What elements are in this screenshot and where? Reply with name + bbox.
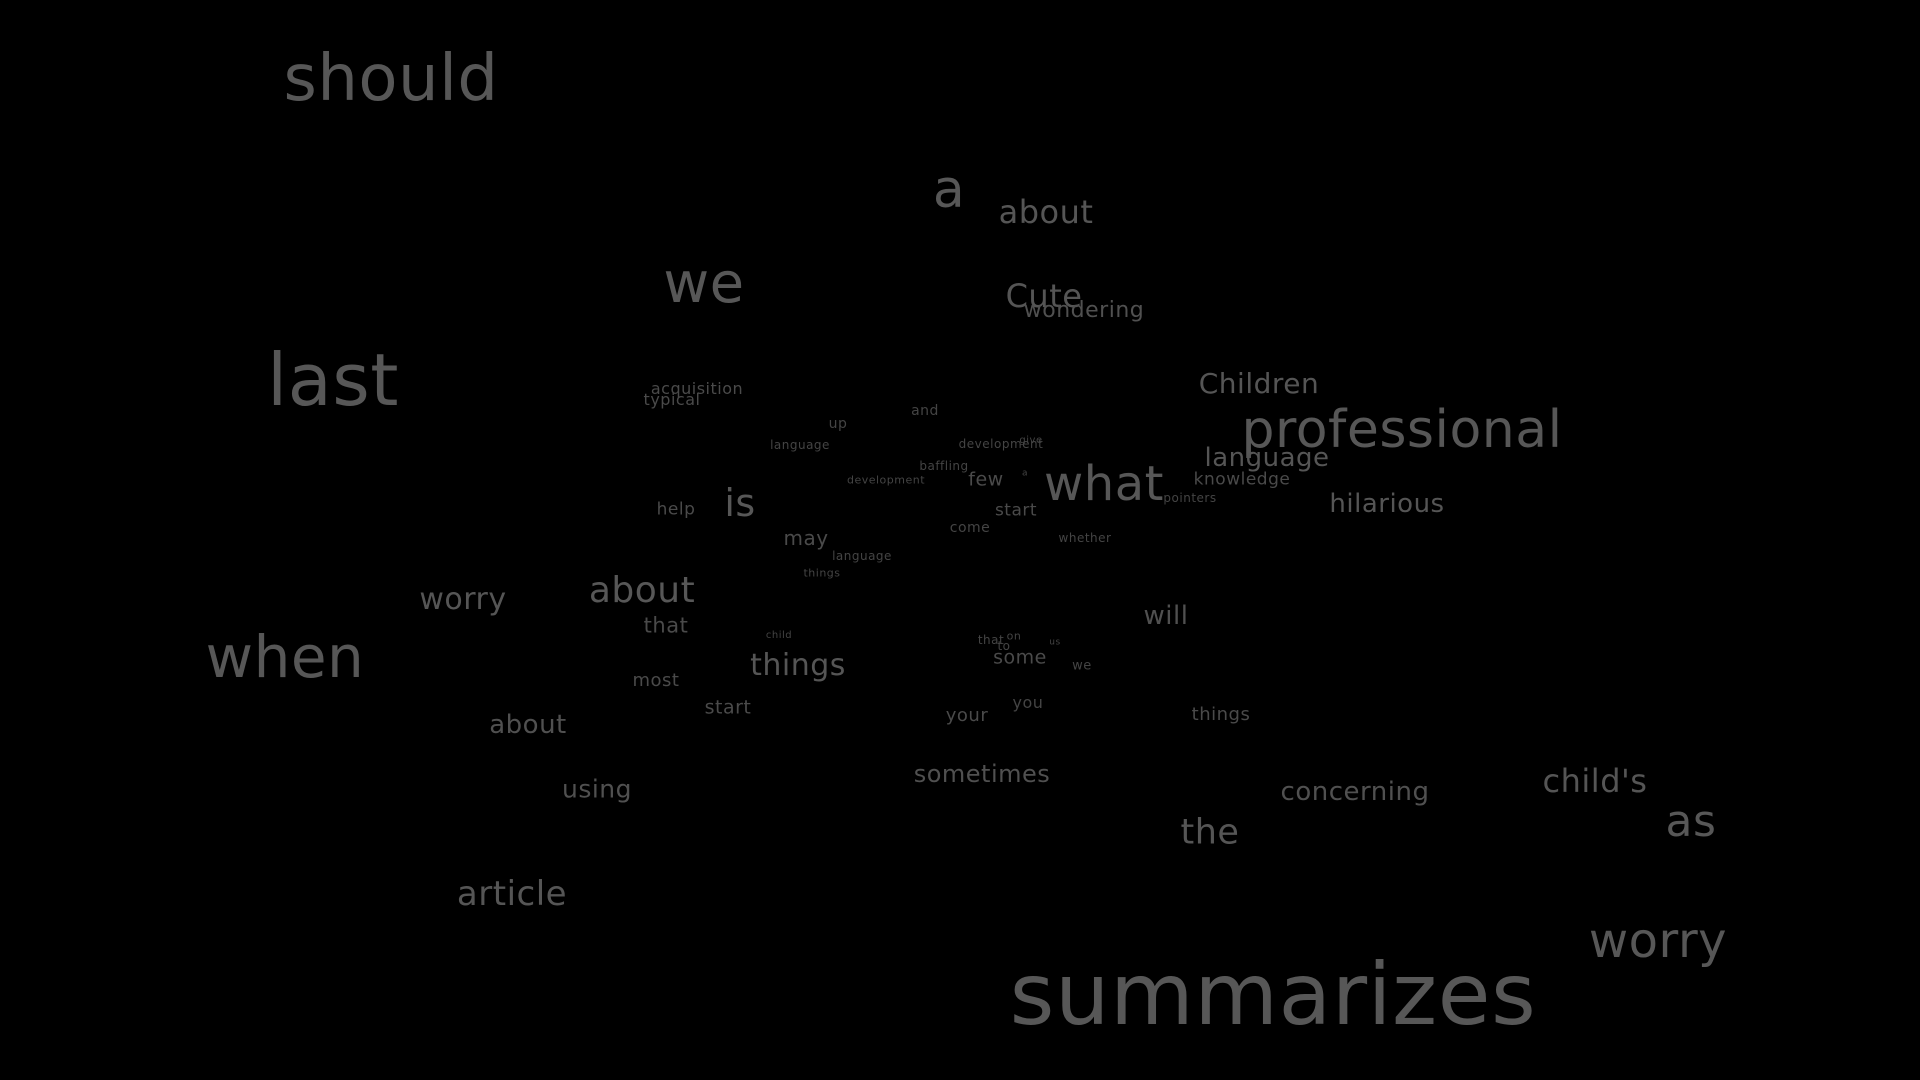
cloud-word: that bbox=[643, 613, 689, 638]
cloud-word: pointers bbox=[1163, 491, 1217, 505]
cloud-word: your bbox=[945, 705, 989, 726]
cloud-word: worry bbox=[419, 582, 507, 617]
cloud-word: start bbox=[994, 500, 1038, 521]
cloud-word: start bbox=[704, 696, 752, 719]
cloud-word: concerning bbox=[1280, 777, 1430, 807]
cloud-word: Children bbox=[1198, 367, 1320, 400]
cloud-word: you bbox=[1012, 693, 1044, 712]
cloud-word: acquisition bbox=[650, 379, 744, 398]
cloud-word: about bbox=[489, 710, 567, 740]
cloud-word: up bbox=[828, 416, 848, 432]
cloud-word: and bbox=[911, 403, 939, 419]
cloud-word: hilarious bbox=[1329, 489, 1445, 519]
cloud-word: wondering bbox=[1023, 298, 1145, 323]
cloud-word: us bbox=[1049, 637, 1061, 648]
cloud-word: development bbox=[846, 473, 926, 487]
cloud-word: will bbox=[1143, 601, 1189, 631]
cloud-word: things bbox=[750, 648, 846, 683]
cloud-word: language bbox=[770, 438, 830, 452]
cloud-word: about bbox=[998, 193, 1094, 231]
cloud-word: come bbox=[949, 520, 991, 536]
cloud-word: we bbox=[663, 251, 745, 316]
cloud-word: the bbox=[1180, 812, 1240, 853]
cloud-word: baffling bbox=[919, 459, 969, 473]
cloud-word: most bbox=[632, 670, 680, 691]
cloud-word: we bbox=[1072, 658, 1092, 674]
cloud-word: to bbox=[997, 639, 1011, 653]
cloud-word: worry bbox=[1588, 913, 1728, 969]
cloud-word: should bbox=[283, 42, 499, 116]
cloud-word: a bbox=[932, 160, 966, 220]
cloud-word: using bbox=[561, 774, 633, 804]
cloud-word: things bbox=[803, 566, 841, 580]
cloud-word: on bbox=[1006, 629, 1022, 643]
cloud-word: development bbox=[958, 437, 1044, 451]
cloud-word: about bbox=[588, 570, 696, 611]
cloud-word: that bbox=[977, 633, 1005, 647]
cloud-word: Cute bbox=[1005, 277, 1083, 315]
cloud-word: professional bbox=[1241, 400, 1563, 460]
cloud-word: knowledge bbox=[1193, 469, 1291, 490]
cloud-word: few bbox=[968, 468, 1004, 491]
cloud-word: language bbox=[832, 549, 892, 563]
cloud-word: give bbox=[1019, 435, 1043, 446]
cloud-word: as bbox=[1665, 796, 1717, 847]
cloud-word: what bbox=[1044, 456, 1164, 512]
cloud-word: typical bbox=[643, 390, 701, 409]
cloud-word: things bbox=[1191, 704, 1251, 725]
cloud-word: sometimes bbox=[913, 760, 1051, 788]
cloud-word: child bbox=[765, 630, 793, 641]
cloud-word: may bbox=[783, 526, 829, 550]
cloud-word: when bbox=[205, 623, 365, 691]
cloud-word: whether bbox=[1058, 531, 1112, 545]
cloud-word: is bbox=[724, 481, 756, 525]
cloud-word: a bbox=[1021, 468, 1029, 479]
cloud-word: article bbox=[456, 874, 568, 914]
cloud-word: language bbox=[1204, 443, 1330, 473]
cloud-word: summarizes bbox=[1009, 945, 1537, 1045]
cloud-word: help bbox=[656, 499, 696, 520]
cloud-word: last bbox=[267, 338, 399, 422]
cloud-word: child's bbox=[1542, 762, 1648, 800]
cloud-word: some bbox=[993, 646, 1047, 669]
